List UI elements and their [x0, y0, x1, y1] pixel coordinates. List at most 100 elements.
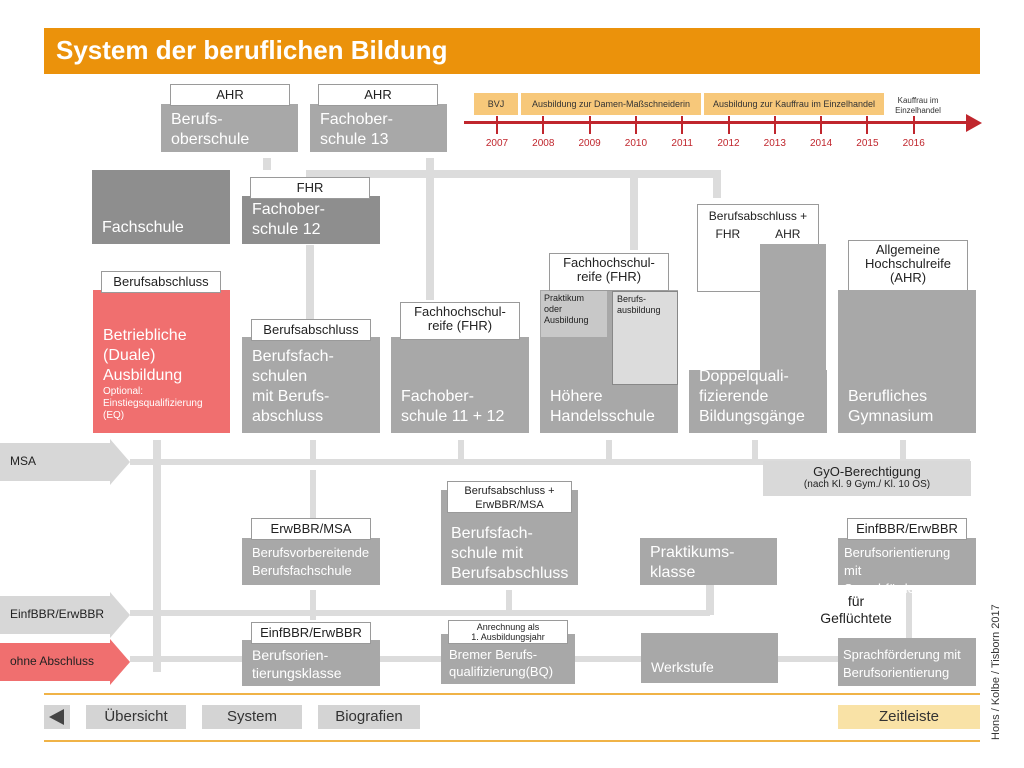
werkstufe-label: Werkstufe [651, 659, 714, 675]
bq-line1: Bremer Berufs- [449, 647, 538, 662]
timeline-tick [496, 116, 498, 134]
prak-line2: klasse [650, 564, 696, 581]
dual-optional-1: Optional: [103, 386, 144, 397]
dual-line2: (Duale) [103, 347, 156, 364]
fachschule-label: Fachschule [102, 219, 184, 236]
fachoberschule-12-box[interactable]: Fachober- schule 12 [242, 196, 380, 244]
gyo-line1: GyO-Berechtigung [813, 464, 921, 479]
fachoberschule-13-label: AHR [318, 84, 438, 106]
hhs-beruf-line1: Berufs- [617, 294, 647, 304]
flow-line [310, 590, 316, 620]
gefluechtete-text: für Geflüchtete [808, 593, 904, 627]
timeline-segment-schneiderin[interactable]: Ausbildung zur Damen-Maßschneiderin [521, 93, 701, 115]
bfs-line4: abschluss [252, 408, 324, 425]
fachoberschule-11-12-label: Fachhochschul- reife (FHR) [400, 302, 520, 340]
berufsorientierung-sprach-box[interactable]: Berufsorientierung mit Sprachförderung [838, 538, 976, 596]
bg-label-line2: Hochschulreife [865, 256, 951, 271]
berufsoberschule-line2: oberschule [171, 131, 250, 148]
bok-line1: Berufsorien- [252, 647, 329, 663]
dual-optional-3: (EQ) [103, 410, 125, 421]
berufliches-gymnasium-label: Allgemeine Hochschulreife (AHR) [848, 240, 968, 294]
page-title: System der beruflichen Bildung [44, 28, 980, 74]
timeline-year-2007[interactable]: 2007 [485, 138, 509, 149]
timeline-year-2011[interactable]: 2011 [671, 138, 693, 149]
bg-line2: Gymnasium [848, 408, 934, 425]
flow-line [606, 440, 612, 464]
bfs2-label-line1: Berufsabschluss + [464, 485, 555, 497]
fachoberschule-11-12-box[interactable]: Fachober- schule 11 + 12 [391, 337, 529, 433]
timeline-year-2008[interactable]: 2008 [532, 138, 555, 149]
nav-zeitleiste[interactable]: Zeitleiste [838, 705, 980, 729]
einfbbr-erwbbr-arrow: EinfBBR/ErwBBR [0, 592, 130, 638]
timeline-year-2016[interactable]: 2016 [902, 138, 925, 149]
timeline-year-2015[interactable]: 2015 [856, 138, 879, 149]
berufsvorbereitende-box[interactable]: Berufsvorbereitende Berufsfachschule [242, 538, 380, 585]
sprachfoerderung-box[interactable]: Sprachförderung mit Berufsorientierung [838, 638, 976, 686]
flow-line [153, 440, 161, 672]
praktikumsklasse-box[interactable]: Praktikums- klasse [640, 538, 777, 585]
berufsorientierungsklasse-label: EinfBBR/ErwBBR [251, 622, 371, 644]
bvfs-line1: Berufsvorbereitende [252, 545, 370, 560]
bfs-line1: Berufsfach- [252, 348, 334, 365]
bfs2-label-line2: ErwBBR/MSA [475, 499, 544, 511]
hhs-label-line1: Fachhochschul- [563, 255, 655, 270]
fos13-line1: Fachober- [320, 111, 393, 128]
doppelqualifizierende-box[interactable]: Doppelquali- fizierende Bildungsgänge [689, 368, 827, 433]
back-arrow-button[interactable] [44, 705, 70, 729]
timeline-axis [464, 121, 969, 124]
werkstufe-box[interactable]: Werkstufe [641, 633, 778, 683]
berufsfachschulen-box[interactable]: Berufsfach- schulen mit Berufs- abschlus… [242, 337, 380, 433]
timeline-year-2010[interactable]: 2010 [624, 138, 648, 149]
hhs-label-line2: reife (FHR) [576, 269, 642, 284]
flow-line [713, 170, 721, 198]
nav-uebersicht[interactable]: Übersicht [86, 705, 186, 729]
nav-biografien[interactable]: Biografien [318, 705, 420, 729]
bfs-line3: mit Berufs- [252, 388, 330, 405]
gefluechtete-line1: für [847, 593, 865, 609]
berufsorientierungsklasse-box[interactable]: Berufsorien- tierungsklasse [242, 640, 380, 686]
duale-ausbildung-box[interactable]: Betriebliche (Duale) Ausbildung Optional… [93, 290, 230, 433]
timeline-tick [820, 116, 823, 134]
gefluechtete-line2: Geflüchtete [820, 610, 892, 626]
hhs-line2: Handelsschule [550, 408, 655, 425]
timeline-tick [866, 116, 869, 134]
flow-line [306, 170, 636, 178]
berufsoberschule-box[interactable]: Berufs- oberschule [161, 104, 298, 152]
timeline-year-2012[interactable]: 2012 [717, 138, 740, 149]
flow-line [130, 610, 710, 616]
dq-line3: Bildungsgänge [699, 408, 805, 425]
timeline-tick [773, 116, 776, 134]
bg-label-line1: Allgemeine [875, 242, 941, 257]
fachschule-box[interactable]: Fachschule [92, 170, 230, 244]
prak-line1: Praktikums- [650, 544, 735, 561]
timeline-segment-bvj[interactable]: BVJ [474, 93, 518, 115]
hhs-beruf-line2: ausbildung [617, 305, 661, 315]
timeline-year-2013[interactable]: 2013 [763, 138, 786, 149]
bfs2-line2: schule mit [451, 545, 524, 562]
flow-line [900, 440, 906, 464]
berufliches-gymnasium-box[interactable]: Berufliches Gymnasium [838, 290, 976, 433]
spf-line1: Sprachförderung mit [843, 647, 961, 662]
dq-ahr-bar [760, 244, 826, 374]
hoehere-handelsschule-label: Fachhochschul- reife (FHR) [549, 253, 669, 291]
timeline-arrow-head [966, 114, 982, 132]
timeline-tick [727, 116, 730, 134]
berufsvorbereitende-label: ErwBBR/MSA [251, 518, 371, 540]
nav-system[interactable]: System [202, 705, 302, 729]
ohne-abschluss-arrow: ohne Abschluss [0, 639, 130, 685]
bvfs-line2: Berufsfachschule [252, 563, 352, 578]
fachoberschule-13-box[interactable]: Fachober- schule 13 [310, 104, 447, 152]
timeline-year-2014[interactable]: 2014 [809, 138, 833, 149]
gyo-line2: (nach Kl. 9 Gym./ Kl. 10 OS) [803, 479, 931, 490]
berufsoberschule-line1: Berufs- [171, 111, 223, 128]
dual-line3: Ausbildung [103, 367, 183, 384]
flow-line [130, 459, 970, 465]
dual-optional-2: Einstiegsqualifizierung [103, 398, 203, 409]
timeline-year-2009[interactable]: 2009 [578, 138, 601, 149]
flow-line [310, 470, 316, 520]
berufsfachschule-mit-abschluss-label: Berufsabschluss + ErwBBR/MSA [447, 481, 572, 513]
timeline-segment-kauffrau[interactable]: Ausbildung zur Kauffrau im Einzelhandel [704, 93, 884, 115]
hhs-prak-line2: oder [544, 304, 563, 314]
hhs-line1: Höhere [550, 388, 603, 405]
timeline-tick [634, 116, 637, 134]
